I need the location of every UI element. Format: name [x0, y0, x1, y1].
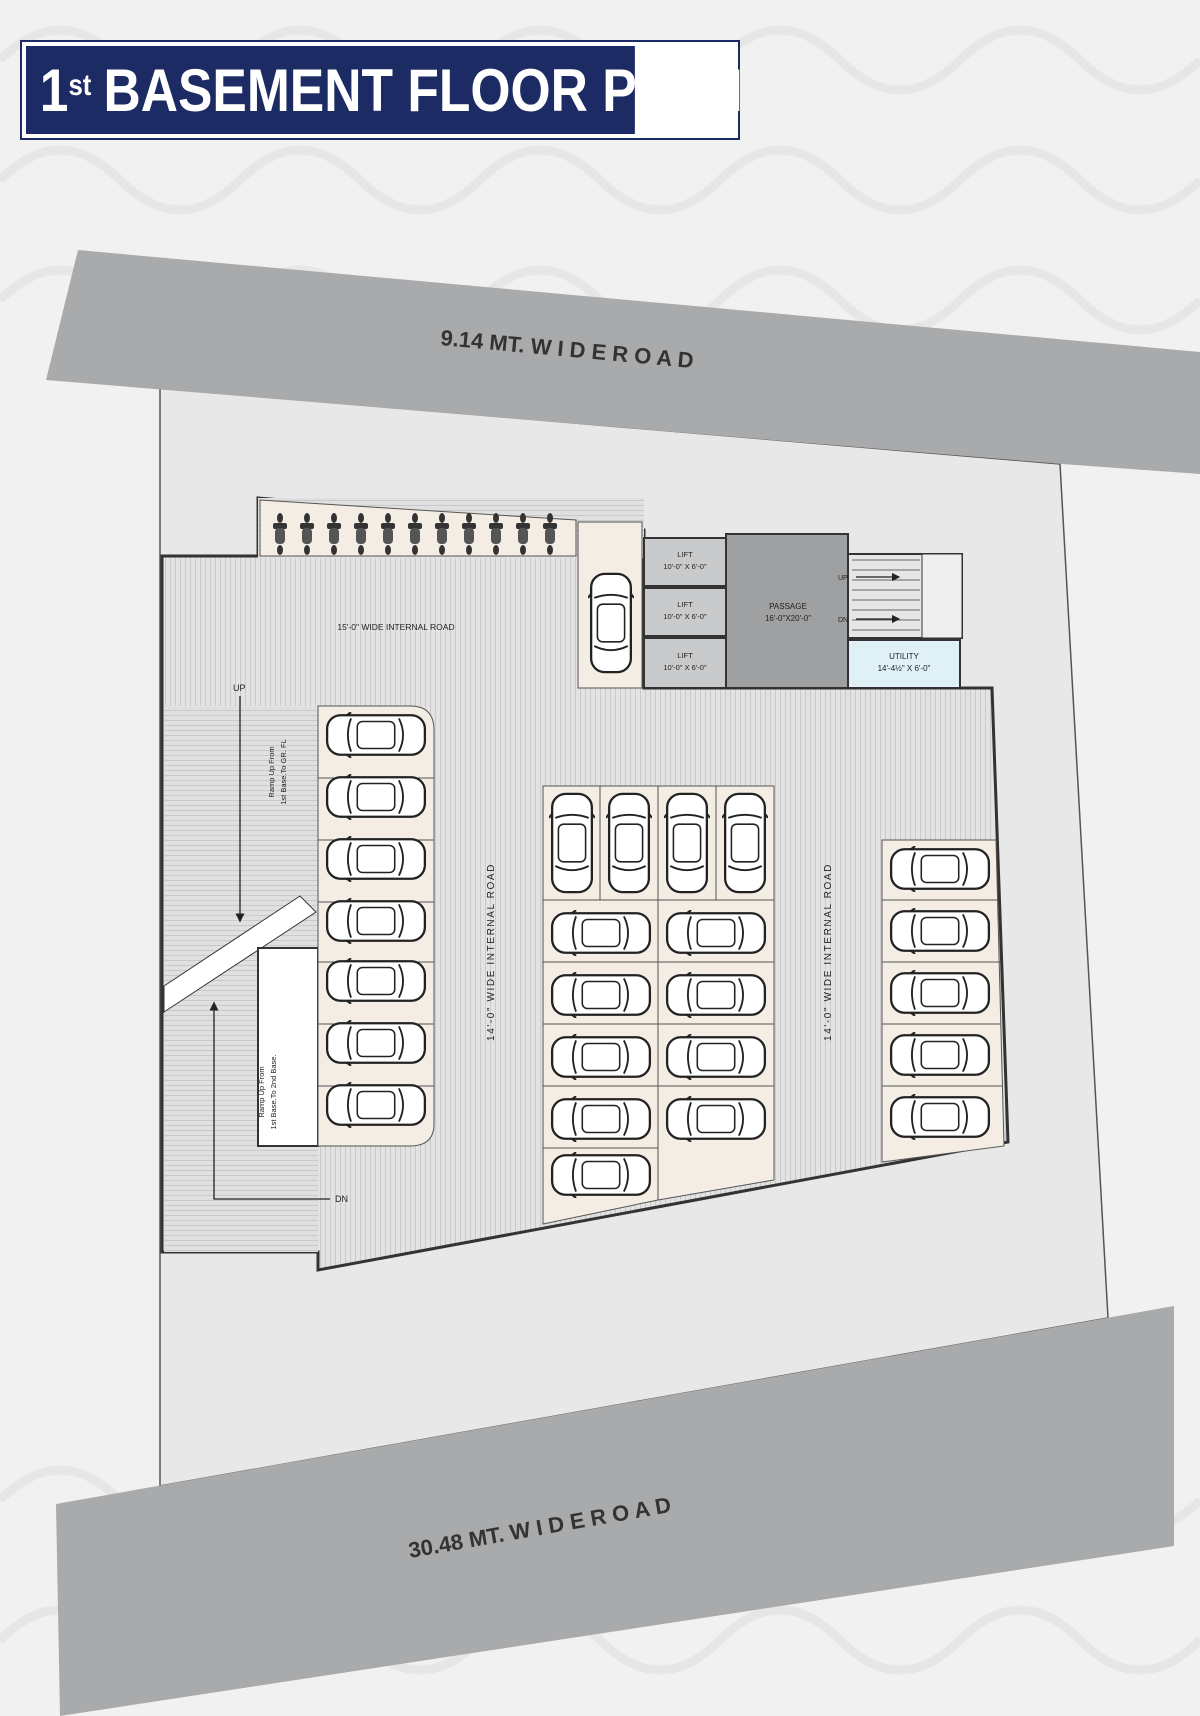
- stair-dn-label: DN: [838, 617, 848, 624]
- title-text: BASEMENT FLOOR PLAN: [103, 56, 743, 124]
- car-slot: [664, 792, 710, 894]
- passage-name: PASSAGE: [769, 602, 807, 611]
- car-slot: [889, 970, 991, 1016]
- lift-2-name: LIFT: [677, 600, 693, 609]
- car-slot: [588, 572, 634, 674]
- car-slot: [606, 792, 652, 894]
- passage-size: 16'-0"X20'-0": [765, 614, 811, 623]
- car-slot: [665, 972, 767, 1018]
- ramp-down-text-2: 1st Base.To 2nd Base.: [269, 1054, 278, 1129]
- car-slot: [325, 1020, 427, 1066]
- lift-3: [643, 637, 727, 689]
- stair-treads: [852, 559, 920, 631]
- car-slot: [889, 846, 991, 892]
- lift-3-size: 10'-0" X 6'-0": [663, 663, 707, 672]
- lift-3-name: LIFT: [677, 651, 693, 660]
- title-number: 1: [39, 56, 69, 124]
- ramp-up-label: UP: [233, 683, 246, 693]
- lift-1-size: 10'-0" X 6'-0": [663, 562, 707, 571]
- car-slot: [325, 958, 427, 1004]
- lift-1-name: LIFT: [677, 550, 693, 559]
- lift-2: [643, 587, 727, 637]
- ramp-down-text-1: Ramp Up From: [257, 1066, 266, 1117]
- car-slot: [325, 1082, 427, 1128]
- car-slot: [665, 910, 767, 956]
- ramp-dn-label: DN: [335, 1194, 348, 1204]
- car-slot: [550, 910, 652, 956]
- ramp-up-text-2: 1st Base.To GR. FL: [279, 739, 288, 804]
- internal-road-right-label: 14'-0" WIDE INTERNAL ROAD: [823, 863, 834, 1041]
- utility-room: [847, 639, 961, 689]
- utility-size: 14'-4½" X 6'-0": [878, 664, 931, 673]
- stair-up-label: UP: [838, 575, 848, 582]
- lift-2-size: 10'-0" X 6'-0": [663, 612, 707, 621]
- ramp-wall: [257, 947, 319, 1147]
- car-slot: [889, 908, 991, 954]
- lift-1: [643, 537, 727, 587]
- utility-name: UTILITY: [889, 652, 919, 661]
- car-slot: [325, 774, 427, 820]
- car-slot: [889, 1094, 991, 1140]
- car-slot: [550, 972, 652, 1018]
- car-slot: [549, 792, 595, 894]
- ramp-up-text-1: Ramp Up From: [267, 746, 276, 797]
- car-slot: [325, 836, 427, 882]
- south-road: [56, 1306, 1174, 1716]
- car-slot: [665, 1034, 767, 1080]
- car-slot: [550, 1152, 652, 1198]
- internal-road-middle-label: 14'-0" WIDE INTERNAL ROAD: [486, 863, 497, 1041]
- car-slot: [722, 792, 768, 894]
- passage: [725, 533, 849, 689]
- car-slot: [550, 1034, 652, 1080]
- north-road: [46, 250, 1200, 474]
- stair-well-wall: [921, 553, 963, 639]
- internal-road-top-label: 15'-0" WIDE INTERNAL ROAD: [337, 622, 454, 632]
- ramp-down-arrow: [209, 1001, 330, 1200]
- car-slot: [665, 1096, 767, 1142]
- title-suffix: st: [68, 69, 92, 102]
- car-slot: [889, 1032, 991, 1078]
- car-slot: [325, 712, 427, 758]
- car-slot: [550, 1096, 652, 1142]
- ramp-divider: [163, 895, 317, 1013]
- car-slot: [325, 898, 427, 944]
